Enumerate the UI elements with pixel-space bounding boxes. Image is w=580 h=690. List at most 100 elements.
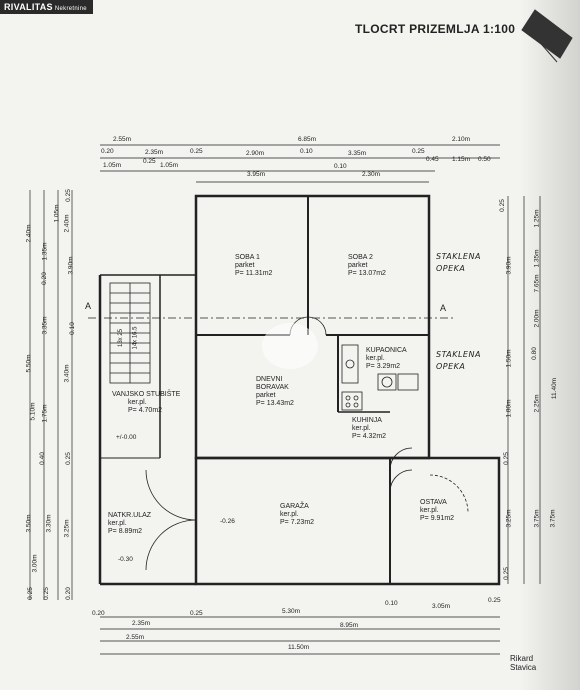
- dim-top: 0.45: [426, 156, 439, 163]
- north-arrow-icon: [521, 9, 573, 59]
- room-name: SOBA 2: [348, 254, 373, 261]
- room-name: KUPAONICA: [366, 347, 407, 354]
- dim-left: 0.40: [38, 452, 46, 465]
- dim-right: 3.75m: [533, 509, 541, 528]
- dim-right: 11.40m: [551, 377, 559, 400]
- dim-top: 1.05m: [160, 162, 179, 169]
- room-name: NATKR.ULAZ: [108, 512, 152, 519]
- level-stairs: +/-0.00: [116, 434, 137, 441]
- room-name: KUHINJA: [352, 417, 382, 424]
- dim-bottom: 2.35m: [132, 620, 151, 627]
- dim-top: 2.35m: [145, 149, 164, 156]
- room-garaza: GARAŽA ker.pl. P= 7.23m2: [280, 503, 314, 527]
- dim-bottom: 0.25: [488, 597, 501, 604]
- brand-name: RIVALITAS: [4, 2, 53, 12]
- dim-right: 1.80m: [505, 399, 513, 418]
- dim-bottom: 0.25: [190, 610, 203, 617]
- dim-left: 3.30m: [45, 514, 53, 533]
- dim-bottom: 0.10: [385, 600, 398, 607]
- room-natkr-ulaz: NATKR.ULAZ ker.pl. P= 8.89m2: [108, 512, 151, 536]
- level-garage: -0.26: [220, 518, 235, 525]
- dim-top: 0.25: [143, 158, 156, 165]
- room-floor: parket: [235, 262, 255, 269]
- dim-left: 2.40m: [25, 224, 33, 243]
- dim-top: 1.05m: [103, 162, 122, 169]
- room-area: P= 9.91m2: [420, 515, 455, 522]
- dim-left: 0.25: [42, 587, 50, 600]
- door-arc-4: [389, 469, 413, 493]
- room-vanjsko-stubiste: VANJSKO STUBIŠTE ker.pl. P= 4.70m2: [112, 391, 180, 415]
- dim-left: 1.75m: [41, 404, 49, 423]
- section-marker-left: A: [85, 301, 92, 311]
- room-ostava: OSTAVA ker.pl. P= 9.91m2: [420, 499, 454, 523]
- note-staklena-1: STAKLENA: [436, 252, 481, 261]
- dim-right: 3.25m: [505, 509, 513, 528]
- dim-top: 6.85m: [298, 136, 317, 143]
- dim-right: 1.50m: [505, 349, 513, 368]
- dim-right: 3.90m: [505, 256, 513, 275]
- dim-top: 2.10m: [452, 136, 471, 143]
- dim-top: 1.15m: [452, 156, 471, 163]
- dim-right: 0.25: [502, 567, 510, 580]
- architect-stamp: Rikard Stavica: [510, 654, 536, 672]
- dim-top: 2.55m: [113, 136, 132, 143]
- dim-right: 0.25: [498, 199, 506, 212]
- room-area: P= 13.43m2: [256, 400, 294, 407]
- bathroom-fixtures: [341, 344, 419, 411]
- dim-left: 3.00m: [31, 554, 39, 573]
- room-area: P= 8.89m2: [108, 528, 143, 535]
- room-floor: ker.pl.: [280, 511, 299, 518]
- room-name: SOBA 1: [235, 254, 260, 261]
- dim-bottom: 0.20: [92, 610, 105, 617]
- room-area: P= 4.70m2: [128, 407, 163, 414]
- plan-title: TLOCRT PRIZEMLJA 1:100: [355, 22, 516, 36]
- stamp-line-1: Rikard: [510, 654, 534, 663]
- dim-top: 0.25: [190, 148, 203, 155]
- dim-right: 1.35m: [533, 249, 541, 268]
- dim-top: 0.10: [300, 148, 313, 155]
- dim-top: 0.10: [334, 163, 347, 170]
- dim-bottom: 5.30m: [282, 608, 301, 615]
- dim-left: 0.20: [64, 587, 72, 600]
- stair-note-a: 13x 25: [118, 328, 125, 348]
- dim-left: 3.90m: [67, 256, 75, 275]
- room-soba-1: SOBA 1 parket P= 11.31m2: [235, 254, 272, 278]
- door-arc-3: [389, 447, 413, 471]
- room-area: P= 4.32m2: [352, 433, 387, 440]
- door-arc-garage: [145, 469, 197, 521]
- brand-subtitle: Nekretnine: [54, 6, 87, 12]
- dim-left: 3.50m: [25, 514, 33, 533]
- dim-left: 0.10: [68, 322, 76, 335]
- room-kuhinja: KUHINJA ker.pl. P= 4.32m2: [352, 417, 386, 441]
- top-dimension-lines: [100, 144, 500, 183]
- outer-wall-main: [194, 194, 431, 460]
- dim-top: 0.20: [101, 148, 114, 155]
- room-name: DNEVNI: [256, 376, 283, 383]
- room-dnevni-boravak: DNEVNI BORAVAK parket P= 13.43m2: [256, 376, 294, 408]
- dim-bottom: 11.50m: [288, 644, 310, 651]
- dim-top: 2.30m: [362, 171, 381, 178]
- dim-bottom: 3.05m: [432, 603, 451, 610]
- stair-note-b: 14x 16.5: [132, 326, 139, 350]
- dim-bottom: 8.95m: [340, 622, 359, 629]
- dim-top: 3.95m: [247, 171, 266, 178]
- stamp-line-2: Stavica: [510, 663, 537, 672]
- room-floor: ker.pl.: [352, 425, 371, 432]
- dim-top: 0.50: [478, 156, 491, 163]
- dim-top: 0.25: [412, 148, 425, 155]
- dim-left: 0.25: [26, 587, 34, 600]
- dim-left: 3.25m: [63, 519, 71, 538]
- room-floor: parket: [348, 262, 368, 269]
- bottom-dimension-lines: [100, 616, 500, 655]
- dim-right: 2.00m: [533, 309, 541, 328]
- room-area: P= 11.31m2: [235, 270, 273, 277]
- section-marker-right: A: [440, 303, 447, 313]
- left-dimension-lines: [29, 190, 73, 600]
- room-floor: ker.pl.: [420, 507, 439, 514]
- dim-right: 2.25m: [533, 394, 541, 413]
- right-dimension-lines: [507, 196, 541, 584]
- dim-left: 3.40m: [63, 364, 71, 383]
- room-kupaonica: KUPAONICA ker.pl. P= 3.29m2: [366, 347, 407, 371]
